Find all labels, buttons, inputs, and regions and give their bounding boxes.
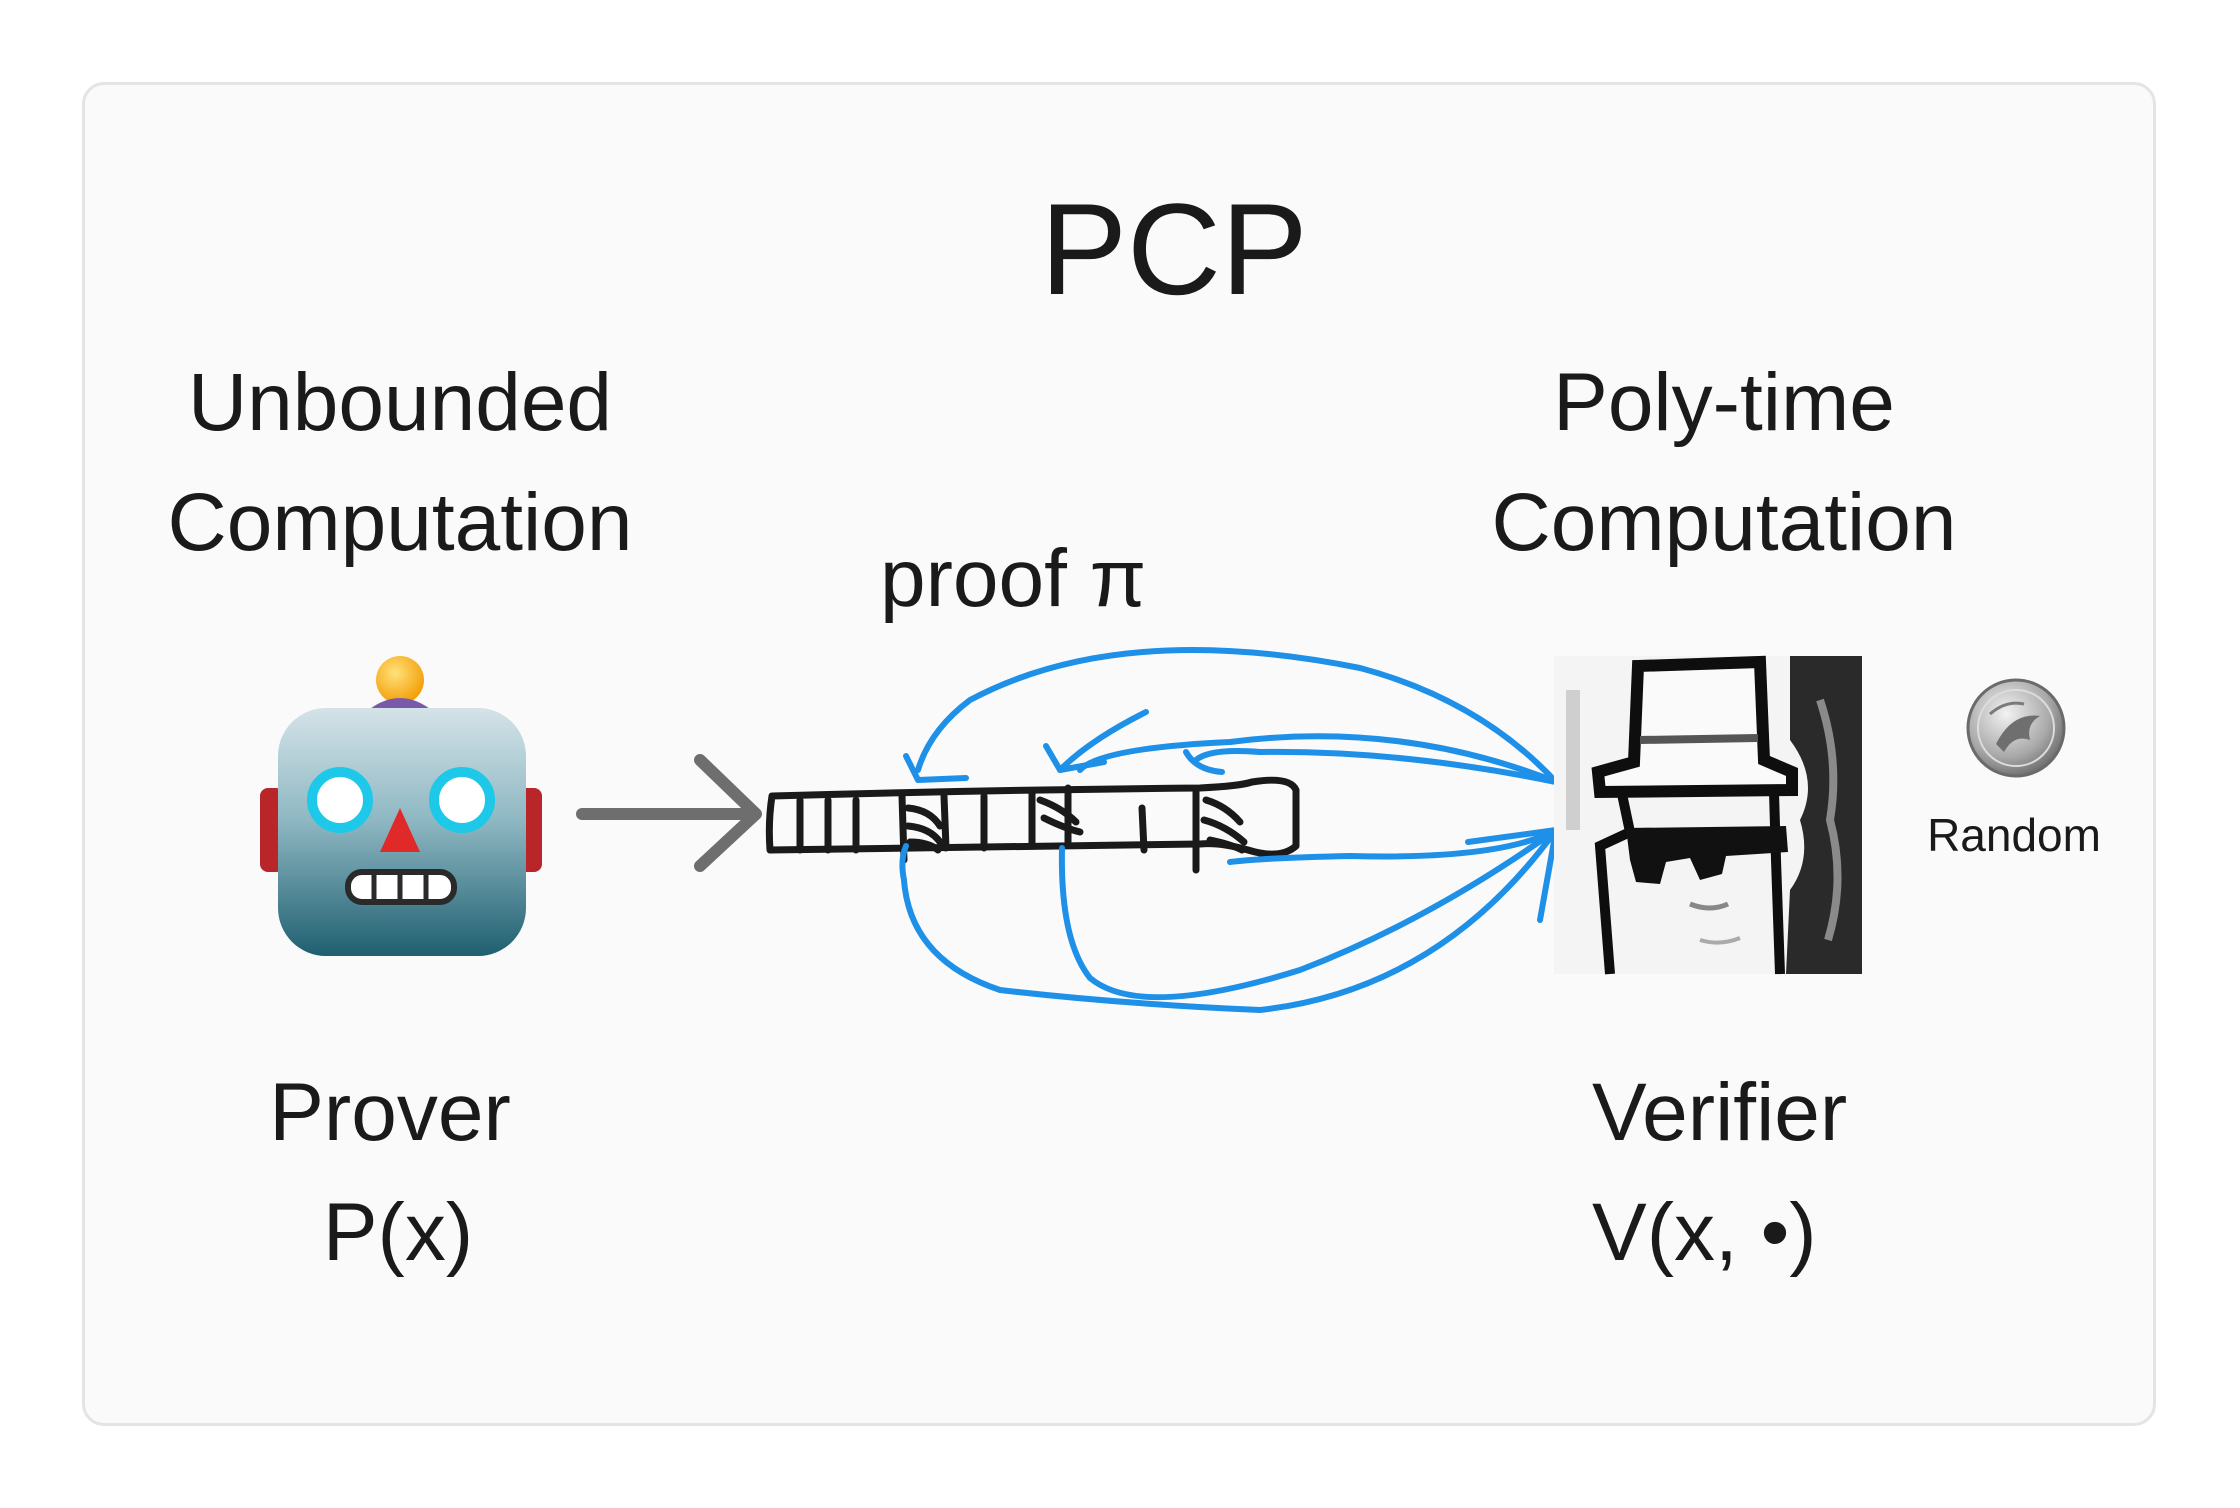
robot-icon [260, 656, 542, 956]
verifier-description-line2: Computation [1491, 477, 1957, 568]
prover-description-line2: Computation [167, 477, 633, 568]
prover-description-line1: Unbounded [187, 357, 613, 448]
diagram-title: PCP [1040, 176, 1308, 322]
prover-notation: P(x) [322, 1187, 474, 1278]
detective-portrait-icon [1554, 655, 1862, 975]
proof-tape [765, 776, 1300, 874]
query-arrows [899, 647, 1559, 1013]
prover-role-label: Prover [269, 1067, 511, 1158]
proof-label: proof π [880, 533, 1147, 624]
coin-icon [1966, 678, 2066, 778]
coin-label: Random [1927, 809, 2101, 861]
verifier-role-label: Verifier [1592, 1067, 1848, 1158]
verifier-description-line1: Poly-time [1553, 357, 1895, 448]
verifier-notation: V(x, •) [1592, 1187, 1817, 1278]
prover-to-proof-arrow [576, 754, 762, 872]
